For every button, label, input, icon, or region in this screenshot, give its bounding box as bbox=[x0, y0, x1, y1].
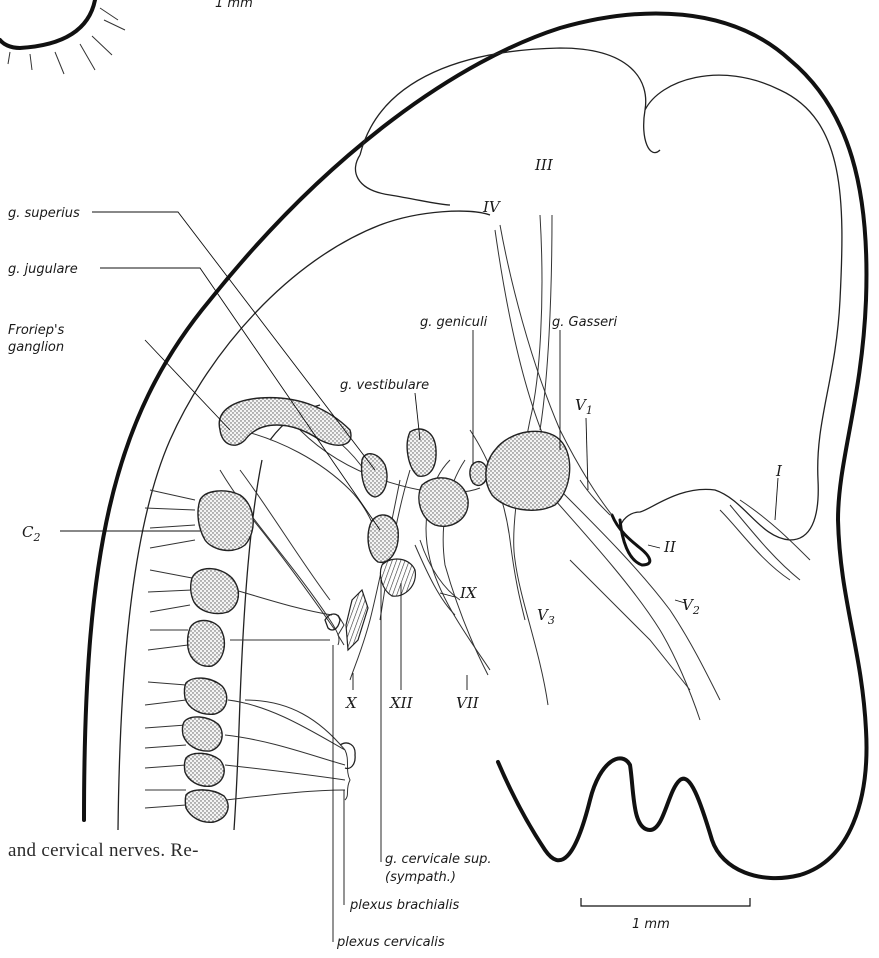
label-III: III bbox=[534, 156, 554, 174]
label-c2: C2 bbox=[22, 523, 40, 544]
label-g-vestibulare: g. vestibulare bbox=[340, 378, 429, 393]
leader-lines bbox=[60, 212, 778, 942]
label-I: I bbox=[775, 462, 783, 480]
label-g-cervicale-1: g. cervicale sup. bbox=[385, 852, 492, 867]
g-superius bbox=[362, 454, 387, 497]
diagram-labels: g. superius g. jugulare Froriep's gangli… bbox=[8, 156, 783, 950]
label-froriep-2: ganglion bbox=[8, 340, 64, 355]
label-V3: V3 bbox=[537, 606, 555, 627]
label-VII: VII bbox=[456, 694, 480, 712]
label-IX: IX bbox=[459, 584, 478, 602]
label-IV: IV bbox=[482, 198, 502, 216]
scale-bar: 1 mm bbox=[581, 898, 750, 932]
label-g-superius: g. superius bbox=[8, 206, 80, 221]
g-vestibulare-lower bbox=[419, 478, 468, 526]
c5-ganglion bbox=[184, 678, 226, 714]
c2-ganglion bbox=[198, 491, 253, 551]
c3-ganglion bbox=[191, 569, 239, 614]
label-XII: XII bbox=[389, 694, 414, 712]
label-g-jugulare: g. jugulare bbox=[8, 262, 78, 277]
scale-bar-label: 1 mm bbox=[632, 917, 670, 932]
ganglia bbox=[182, 398, 569, 823]
top-scale-label: 1 mm bbox=[215, 0, 253, 11]
label-g-gasseri: g. Gasseri bbox=[552, 315, 617, 330]
froriep-ganglion bbox=[219, 398, 351, 446]
hatched-xii-nerve bbox=[380, 559, 415, 596]
c7-ganglion bbox=[184, 753, 224, 786]
adjacent-figure-fragment bbox=[0, 0, 125, 74]
caption-text: and cervical nerves. Re- bbox=[8, 840, 199, 862]
c8-ganglion bbox=[185, 790, 228, 822]
c4-ganglion bbox=[188, 621, 225, 667]
label-g-cervicale-2: (sympath.) bbox=[385, 870, 456, 885]
label-plexus-brachialis: plexus brachialis bbox=[349, 898, 459, 913]
label-V2: V2 bbox=[682, 596, 700, 617]
g-geniculi bbox=[470, 462, 487, 486]
label-V1: V1 bbox=[575, 396, 593, 417]
label-g-geniculi: g. geniculi bbox=[420, 315, 488, 330]
g-jugulare bbox=[368, 515, 398, 562]
label-plexus-cervicalis: plexus cervicalis bbox=[336, 935, 445, 950]
c6-ganglion bbox=[182, 717, 222, 751]
label-X: X bbox=[345, 694, 358, 712]
g-vestibulare bbox=[407, 429, 436, 476]
label-froriep-1: Froriep's bbox=[8, 323, 65, 338]
g-gasseri bbox=[486, 431, 570, 510]
hatched-x-nerve bbox=[346, 590, 368, 650]
label-II: II bbox=[663, 538, 677, 556]
